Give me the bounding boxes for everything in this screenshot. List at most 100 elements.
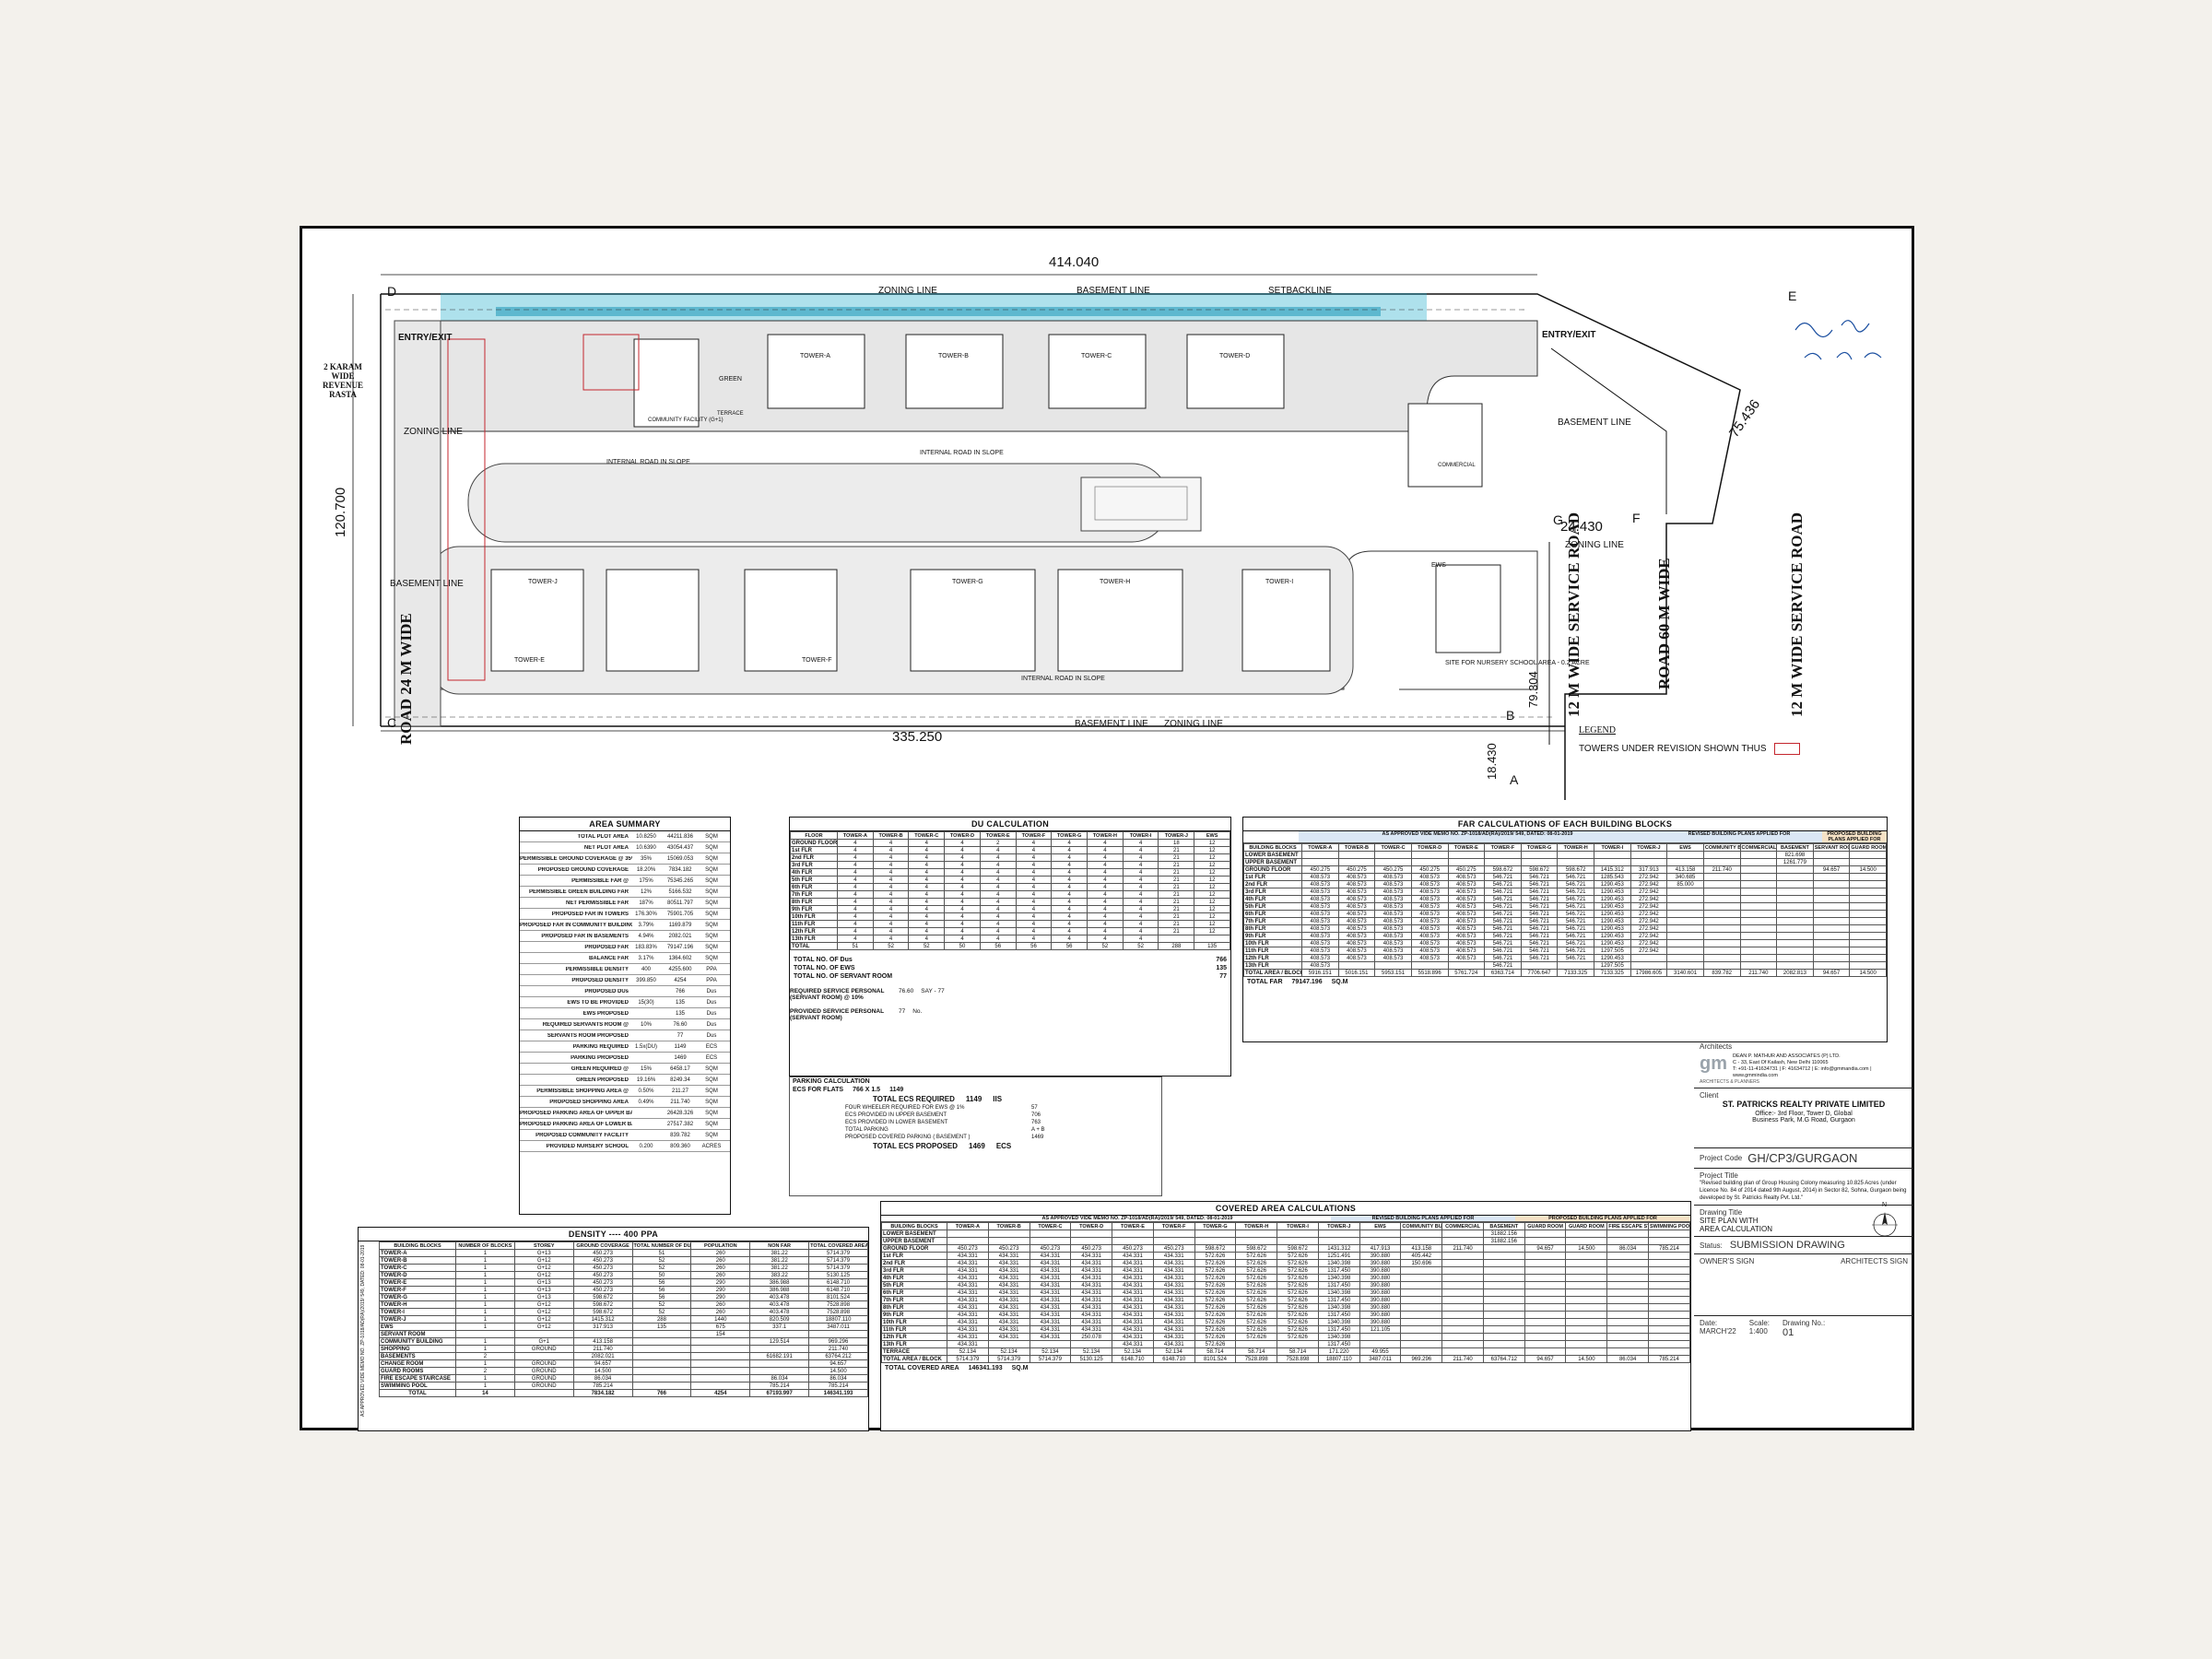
table-cell: 21 — [1158, 876, 1195, 884]
label-entry-exit-right: ENTRY/EXIT — [1542, 330, 1596, 340]
table-header-cell: STOREY — [513, 1241, 574, 1250]
tower-label-d: TOWER-D — [1219, 353, 1251, 359]
table-cell: GROUND — [513, 1374, 574, 1382]
table-cell: 7133.325 — [1557, 969, 1594, 977]
architects-label: Architects — [1700, 1042, 1733, 1051]
table-cell — [1606, 1296, 1650, 1304]
table-cell: 52 — [872, 942, 910, 950]
label-internal-road-2: INTERNAL ROAD IN SLOPE — [920, 450, 1004, 456]
table-cell: 12 — [1194, 861, 1230, 869]
table-cell: G+13 — [513, 1286, 574, 1294]
parking-ecs-formula: 766 X 1.5 — [853, 1087, 881, 1093]
table-cell: 18 — [1158, 839, 1195, 847]
table-cell: 408.573 — [1301, 910, 1339, 918]
table-cell: 1st FLR — [881, 1252, 947, 1260]
servant-provided-value: 77 — [899, 1008, 906, 1015]
table-cell: 7th FLR — [790, 890, 838, 899]
label-community: COMMUNITY FACILITY (G+1) — [648, 418, 724, 423]
table-cell: 434.331 — [1029, 1266, 1072, 1275]
table-cell: 408.573 — [1337, 954, 1376, 962]
corner-d: D — [387, 284, 397, 299]
table-cell — [1666, 910, 1704, 918]
table-cell — [1441, 1281, 1484, 1289]
table-cell: 12 — [1194, 905, 1230, 913]
table-cell — [1606, 1252, 1650, 1260]
label-basement-line-left: BASEMENT LINE — [390, 579, 464, 589]
table-cell: 434.331 — [947, 1288, 989, 1297]
table-cell: 2 — [979, 839, 1017, 847]
table-cell: 4 — [1122, 846, 1159, 854]
table-cell — [1484, 858, 1522, 866]
table-cell — [1812, 961, 1851, 970]
table-header-cell: TOWER-A — [1301, 843, 1339, 852]
table-cell — [513, 1330, 574, 1338]
table-cell: 434.331 — [1112, 1296, 1154, 1304]
table-cell: 598.672 — [1235, 1244, 1278, 1253]
tower-label-f: TOWER-F — [802, 657, 832, 664]
table-cell — [1776, 954, 1814, 962]
table-cell: 546.721 — [1520, 873, 1559, 881]
table-cell: 9th FLR — [1243, 932, 1302, 940]
table-cell: 572.626 — [1277, 1274, 1319, 1282]
table-cell: 546.721 — [1484, 924, 1522, 933]
table-cell — [749, 1330, 810, 1338]
table-cell: G+13 — [513, 1293, 574, 1301]
table-cell: 211.740 — [572, 1345, 633, 1353]
table-cell: 290 — [690, 1286, 751, 1294]
table-cell: 408.573 — [1337, 873, 1376, 881]
covered-proposed-header: PROPOSED BUILDING PLANS APPLIED FOR — [1515, 1216, 1690, 1221]
table-cell: 408.573 — [1301, 932, 1339, 940]
table-cell: 9th FLR — [790, 905, 838, 913]
table-cell: 86.034 — [749, 1374, 810, 1382]
table-cell: 546.721 — [1484, 961, 1522, 970]
table-cell: 1297.505 — [1594, 961, 1631, 970]
table-cell — [1648, 1237, 1690, 1245]
table-cell: 2nd FLR — [790, 853, 838, 862]
table-cell — [1666, 858, 1704, 866]
table-cell: TOWER-G — [379, 1293, 456, 1301]
table-cell: 408.573 — [1447, 888, 1486, 896]
table-cell: 4 — [1051, 898, 1088, 906]
table-cell: 450.273 — [1152, 1244, 1195, 1253]
table-cell: 572.626 — [1194, 1311, 1237, 1319]
table-cell: 434.331 — [947, 1266, 989, 1275]
table-cell: 434.331 — [987, 1252, 1030, 1260]
project-code-label: Project Code — [1700, 1154, 1743, 1162]
table-cell: 4 — [944, 905, 981, 913]
area-row-percent: 3.79% — [638, 922, 654, 928]
covered-total-row: TOTAL COVERED AREA 146341.193 SQ.M — [881, 1363, 1690, 1373]
table-cell: 572.626 — [1235, 1311, 1278, 1319]
label-karam: 2 KARAM WIDE REVENUE RASTA — [322, 362, 363, 399]
table-cell: GROUND FLOOR — [881, 1244, 947, 1253]
table-cell: EWS — [379, 1323, 456, 1331]
table-cell: 1285.543 — [1594, 873, 1631, 881]
table-cell: 572.626 — [1277, 1296, 1319, 1304]
table-cell: 4 — [872, 876, 910, 884]
table-cell: 408.573 — [1374, 947, 1412, 955]
table-cell — [1565, 1318, 1608, 1326]
table-cell: 4 — [979, 883, 1017, 891]
table-cell: 288 — [631, 1315, 692, 1324]
table-cell — [1194, 935, 1230, 943]
label-basement-line-bottom: BASEMENT LINE — [1075, 719, 1148, 729]
area-row-label: NET PERMISSIBLE FAR — [565, 900, 629, 906]
table-cell: 785.214 — [808, 1382, 868, 1390]
table-cell: G+12 — [513, 1308, 574, 1316]
legend-swatch — [1773, 743, 1800, 755]
table-cell: 408.573 — [1337, 924, 1376, 933]
table-cell — [1648, 1266, 1690, 1275]
servant-provided-label: PROVIDED SERVICE PERSONAL (SERVANT ROOM) — [790, 1008, 884, 1021]
table-cell: 969.296 — [1400, 1355, 1443, 1363]
table-cell: 7528.898 — [1277, 1355, 1319, 1363]
table-cell: 1290.453 — [1594, 917, 1631, 925]
table-cell: 4 — [944, 846, 981, 854]
